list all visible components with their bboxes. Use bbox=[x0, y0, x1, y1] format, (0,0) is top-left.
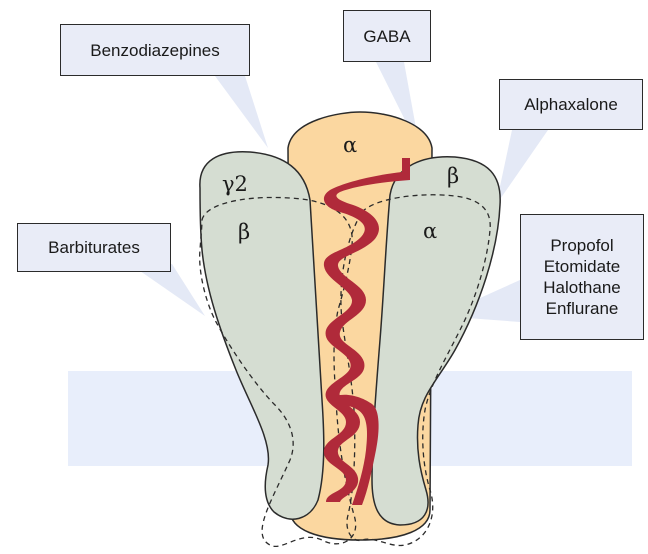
barbiturates-label: Barbiturates bbox=[17, 223, 171, 272]
anesthetic-propofol: Propofol bbox=[550, 235, 613, 256]
anesthetic-enflurane: Enflurane bbox=[546, 298, 619, 319]
benzodiazepines-label: Benzodiazepines bbox=[60, 24, 250, 76]
anesthetic-halothane: Halothane bbox=[543, 277, 621, 298]
callout-benzodiazepines bbox=[215, 76, 268, 148]
gaba-label: GABA bbox=[343, 10, 431, 62]
anesthetic-etomidate: Etomidate bbox=[544, 256, 621, 277]
subunit-label-gamma2: γ2 bbox=[222, 172, 248, 196]
subunit-label-beta-left: β bbox=[238, 220, 250, 244]
subunit-label-beta-right: β bbox=[447, 164, 459, 188]
subunit-label-alpha-top: α bbox=[343, 133, 357, 157]
callout-alphaxalone bbox=[496, 130, 548, 205]
beta-alpha-subunit bbox=[372, 157, 500, 525]
alphaxalone-label: Alphaxalone bbox=[499, 79, 643, 130]
subunit-label-alpha-right: α bbox=[423, 219, 437, 243]
anesthetics-label: Propofol Etomidate Halothane Enflurane bbox=[520, 214, 644, 340]
